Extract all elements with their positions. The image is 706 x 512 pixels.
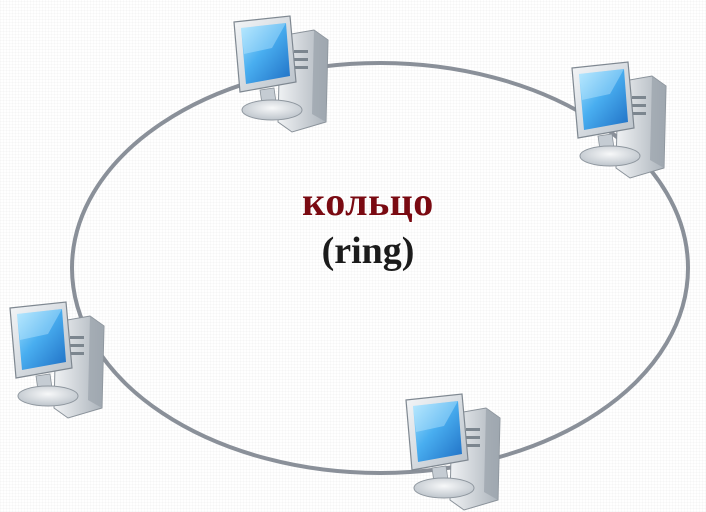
computer-icon bbox=[233, 15, 329, 133]
diagram-title: кольцо bbox=[302, 179, 434, 224]
computer-icon bbox=[405, 393, 501, 511]
computer-icon bbox=[571, 61, 667, 179]
ring-cable bbox=[70, 61, 690, 475]
computer-icon bbox=[9, 301, 105, 419]
diagram-label: кольцо (ring) bbox=[248, 179, 488, 272]
diagram-subtitle: (ring) bbox=[321, 230, 415, 272]
